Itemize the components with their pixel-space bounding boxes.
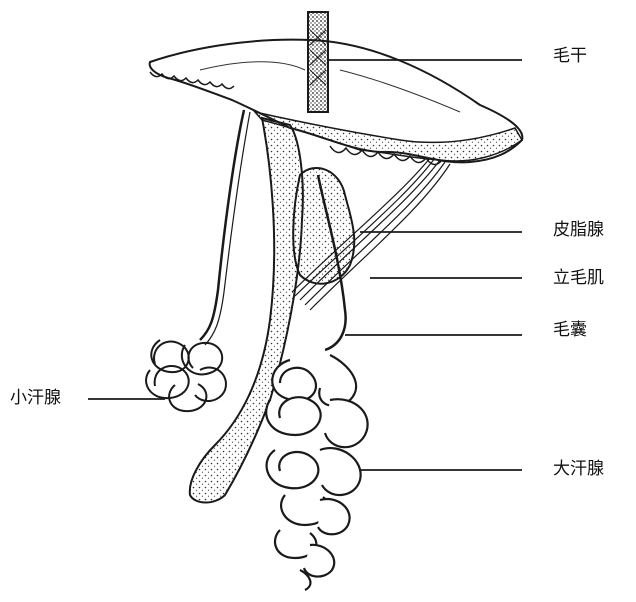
- label-apocrine-gland: 大汗腺: [553, 461, 604, 478]
- label-eccrine-gland: 小汗腺: [10, 390, 61, 407]
- apocrine-coil: [266, 355, 367, 590]
- hair-follicle-shape: [190, 118, 303, 503]
- hair-shaft: [308, 12, 328, 112]
- eccrine-coil: [146, 340, 226, 411]
- label-hair-shaft: 毛干: [553, 48, 587, 65]
- label-sebaceous-gland: 皮脂腺: [553, 222, 604, 239]
- label-hair-follicle: 毛囊: [553, 322, 587, 339]
- label-arrector-pili: 立毛肌: [553, 270, 604, 287]
